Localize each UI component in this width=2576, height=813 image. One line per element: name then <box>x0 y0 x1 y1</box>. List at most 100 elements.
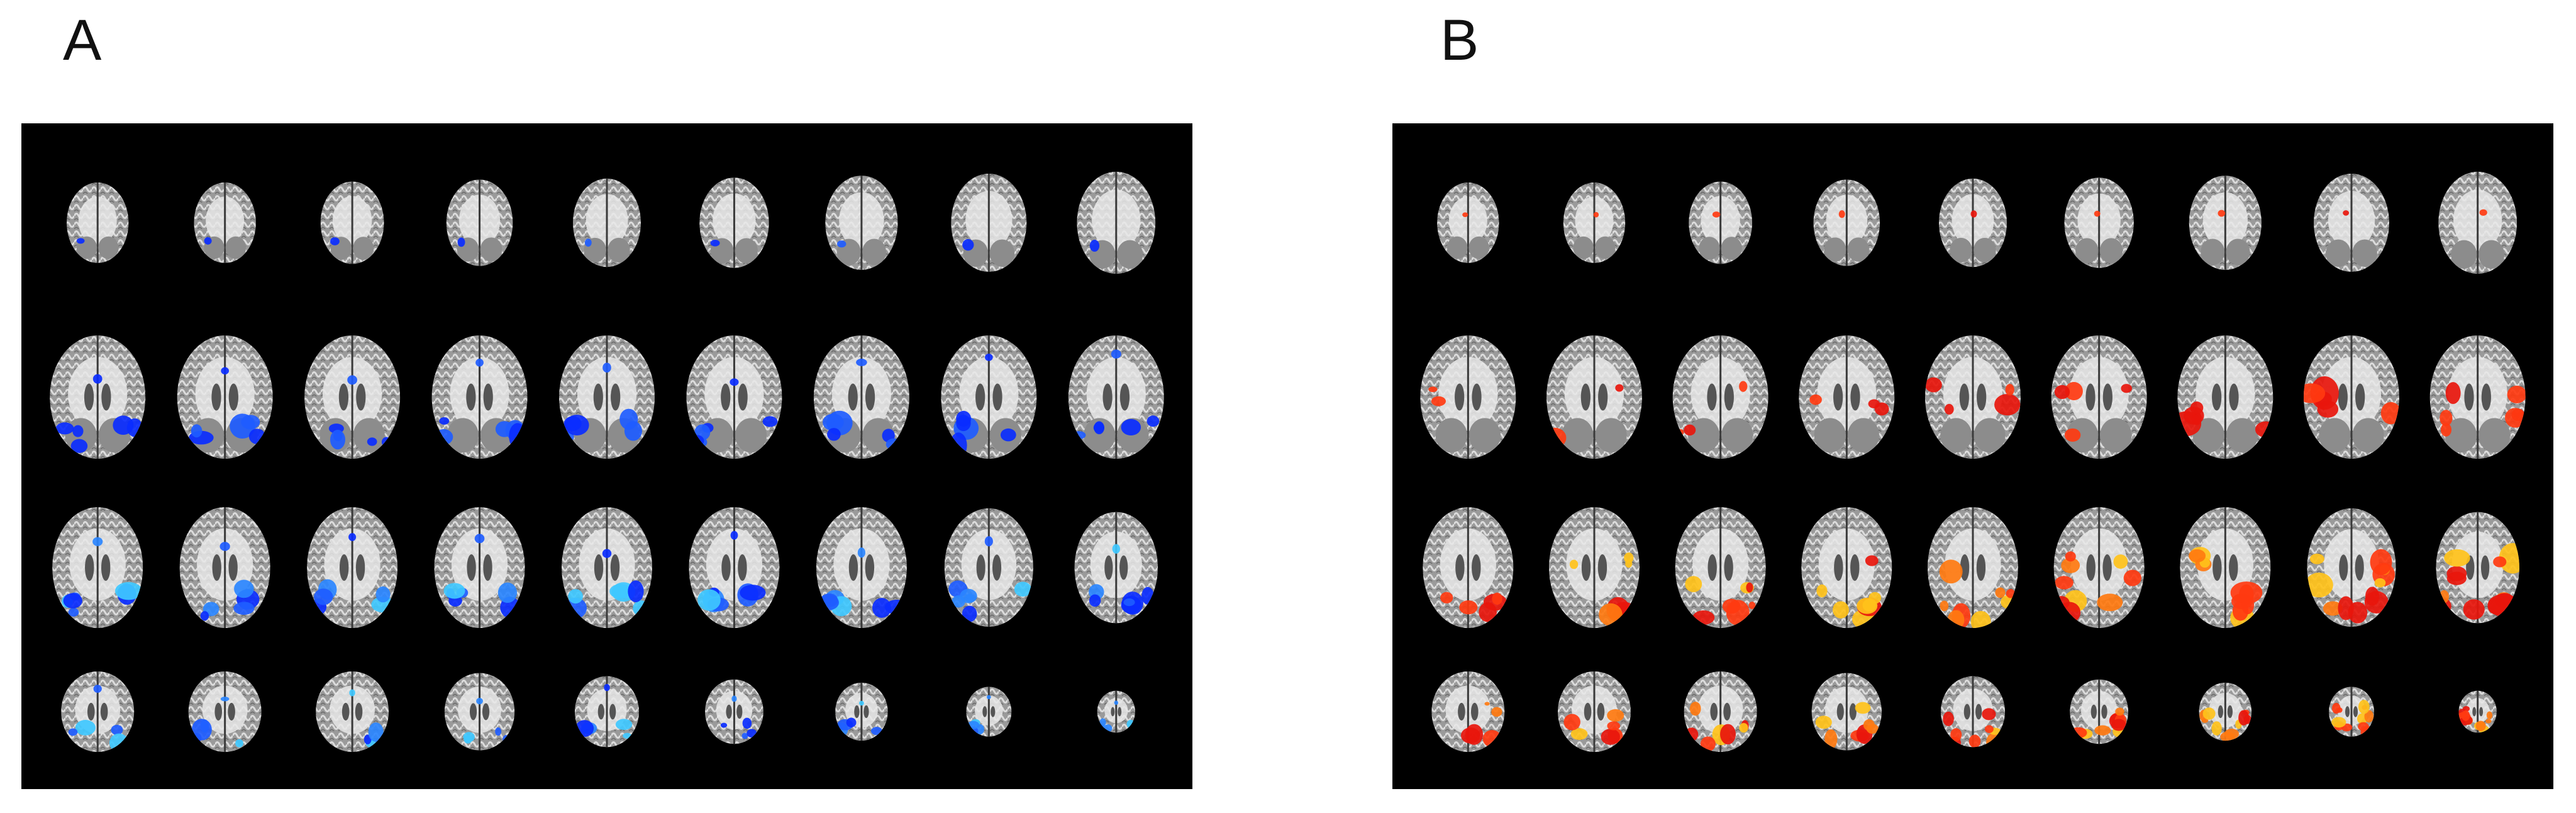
activation-blob <box>2343 210 2350 216</box>
brain-slice <box>2314 174 2389 272</box>
brain-slice <box>1801 507 1892 628</box>
activation-blob <box>1072 431 1086 440</box>
brain-slice <box>61 671 135 752</box>
activation-blob <box>1114 700 1119 705</box>
activation-blob <box>474 534 485 544</box>
brain-slice <box>67 182 129 263</box>
brain-slice <box>1077 171 1156 274</box>
activation-blob <box>1607 721 1621 731</box>
activation-blob <box>1720 724 1736 745</box>
activation-blob <box>2475 720 2486 731</box>
activation-blob <box>1968 734 1981 748</box>
activation-blob <box>602 549 612 558</box>
activation-blob <box>1874 402 1889 416</box>
activation-blob <box>1111 349 1121 359</box>
activation-blob <box>200 611 209 621</box>
activation-blob <box>2440 423 2452 437</box>
brain-slice <box>966 687 1012 737</box>
activation-blob <box>1607 709 1624 722</box>
activation-blob <box>604 683 610 692</box>
activation-blob <box>2332 702 2341 714</box>
activation-blob <box>1925 377 1942 393</box>
activation-blob <box>820 593 838 607</box>
activation-blob <box>984 536 993 547</box>
activation-blob <box>2323 601 2343 616</box>
activation-blob <box>1947 610 1965 628</box>
activation-blob <box>720 722 728 728</box>
activation-blob <box>1546 427 1567 448</box>
activation-blob <box>823 413 844 431</box>
activation-blob <box>1689 702 1701 716</box>
activation-blob <box>1739 722 1748 733</box>
brain-slice <box>1928 507 2018 628</box>
activation-blob <box>2370 549 2392 575</box>
activation-blob <box>1103 724 1113 732</box>
activation-blob <box>1838 210 1845 218</box>
activation-blob <box>2436 598 2451 614</box>
brain-slice <box>1563 182 1626 263</box>
activation-blob <box>63 593 82 608</box>
activation-blob <box>985 354 993 361</box>
brain-slice <box>813 335 909 459</box>
activation-blob <box>1112 544 1120 554</box>
activation-blob <box>1491 707 1502 717</box>
panel-b-brain-slices <box>1392 123 2553 789</box>
activation-blob <box>2177 411 2202 437</box>
activation-blob <box>1677 429 1684 435</box>
activation-blob <box>2374 578 2386 588</box>
activation-blob <box>730 378 739 386</box>
activation-blob <box>1994 393 2021 416</box>
brain-slice <box>444 673 515 751</box>
activation-blob <box>602 362 611 373</box>
activation-blob <box>1465 724 1484 745</box>
activation-blob <box>2189 549 2206 563</box>
activation-blob <box>509 423 526 450</box>
activation-blob <box>126 418 143 437</box>
activation-blob <box>1984 725 1994 734</box>
activation-blob <box>109 733 129 752</box>
activation-blob <box>1739 381 1748 392</box>
activation-blob <box>1089 594 1101 607</box>
activation-blob <box>1615 384 1624 392</box>
activation-blob <box>741 732 748 739</box>
brain-slice <box>2189 176 2262 270</box>
activation-blob <box>235 739 243 748</box>
activation-blob <box>348 533 357 541</box>
activation-blob <box>2358 722 2369 731</box>
activation-blob <box>2005 384 2014 396</box>
activation-blob <box>2331 717 2346 728</box>
activation-blob <box>1982 708 1996 720</box>
brain-slice <box>559 335 655 459</box>
brain-slice <box>2051 335 2147 459</box>
activation-blob <box>221 367 230 375</box>
activation-blob <box>628 580 644 603</box>
activation-blob <box>313 608 323 620</box>
activation-blob <box>2055 576 2074 590</box>
activation-blob <box>2486 711 2493 719</box>
activation-blob <box>1431 396 1446 407</box>
activation-blob <box>1094 421 1104 435</box>
activation-blob <box>731 695 737 702</box>
panel-a-slice-montage <box>50 171 1164 752</box>
activation-blob <box>1126 719 1135 729</box>
activation-blob <box>2461 710 2470 721</box>
activation-blob <box>68 608 79 617</box>
activation-blob <box>762 416 778 427</box>
activation-blob <box>967 720 980 729</box>
activation-blob <box>1712 211 1721 218</box>
activation-blob <box>690 435 704 447</box>
activation-blob <box>1089 239 1100 252</box>
activation-blob <box>2094 210 2101 217</box>
activation-blob <box>2070 727 2087 739</box>
activation-blob <box>1857 732 1868 741</box>
brain-slice <box>951 174 1027 272</box>
brain-slice <box>1437 182 1499 263</box>
brain-slice <box>2199 682 2252 741</box>
activation-blob <box>1865 555 1879 566</box>
brain-slice <box>1684 671 1757 752</box>
activation-blob <box>1970 210 1977 218</box>
activation-blob <box>191 424 203 438</box>
activation-blob <box>2121 384 2133 393</box>
activation-blob <box>950 432 967 459</box>
activation-blob <box>497 582 518 603</box>
